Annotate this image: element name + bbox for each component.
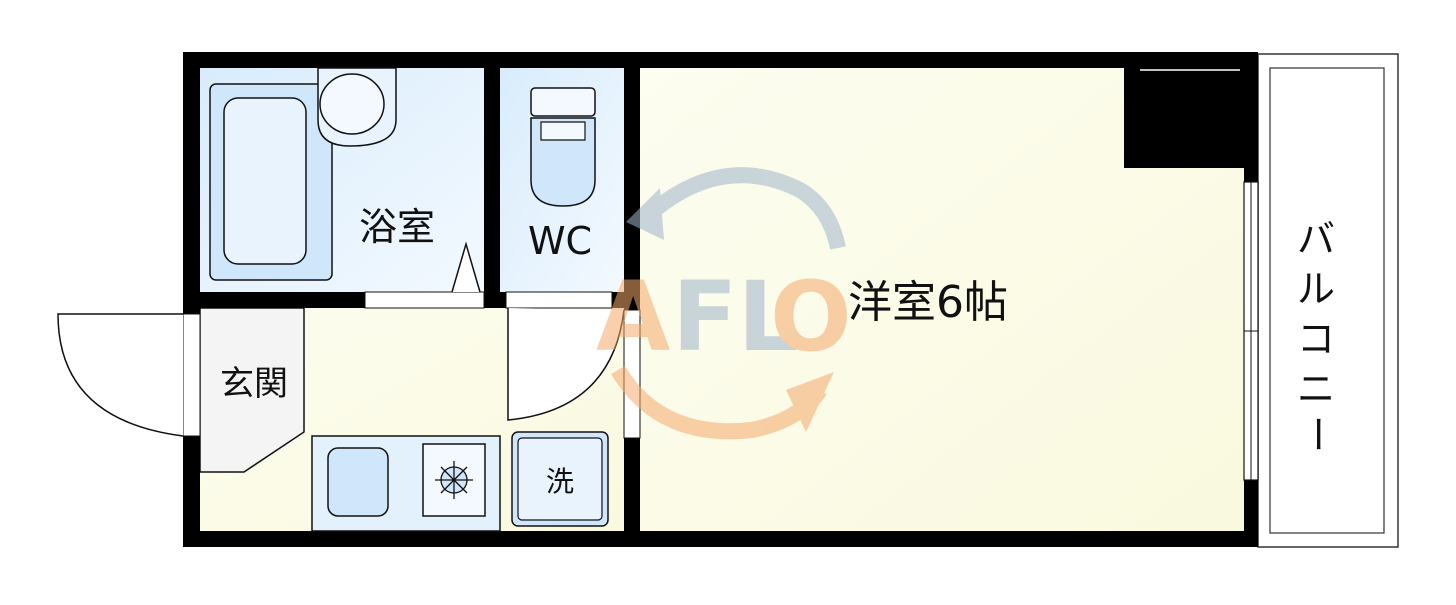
wall-horizontal-mid — [484, 292, 506, 308]
toilet-tank — [530, 87, 596, 117]
wall-top — [183, 52, 1258, 68]
bath-door-opening — [364, 291, 485, 309]
washer-label: 洗 — [546, 465, 574, 498]
balcony-label-char-3: コ — [1297, 317, 1335, 361]
bathtub-basin — [223, 97, 307, 265]
balcony-label-char-4: ニ — [1297, 367, 1335, 411]
wall-central-upper — [624, 52, 640, 310]
entrance-label: 玄関 — [220, 364, 288, 404]
bathroom-label: 浴室 — [359, 205, 435, 249]
wall-horizontal-left — [183, 292, 365, 308]
entrance-door-opening — [182, 313, 201, 437]
kitchen-sink — [327, 447, 389, 517]
balcony-label-char-2: ル — [1297, 267, 1335, 311]
watermark-arrow-top-icon — [626, 188, 664, 240]
watermark: A FL O — [596, 167, 852, 440]
watermark-letter-o: O — [770, 261, 852, 373]
wall-right-upper — [1244, 52, 1258, 182]
wall-bottom — [183, 531, 1258, 547]
wc-door-opening — [505, 291, 613, 309]
burner-icon — [435, 461, 473, 499]
wall-corner-notch — [624, 292, 633, 310]
wall-left-upper — [183, 52, 200, 314]
closet — [1124, 68, 1244, 168]
washer-inner — [517, 437, 603, 521]
wall-left-lower — [183, 436, 200, 547]
watermark-arrow-bottom-icon — [786, 372, 834, 432]
watermark-letter-a: A — [596, 261, 670, 373]
bath-door-swing — [451, 241, 481, 293]
balcony-label-char-5: ー — [1295, 415, 1339, 453]
entrance-door-swing — [57, 313, 184, 437]
watermark-arc-top — [639, 167, 846, 250]
bath-sink-bowl — [319, 73, 385, 135]
wall-right-lower — [1244, 480, 1258, 547]
western-room-label: 洋室6帖 — [848, 277, 1008, 328]
balcony — [1257, 53, 1399, 548]
wall-bath-wc — [484, 52, 500, 308]
watermark-letters-flo: FL — [672, 261, 799, 373]
balcony-label-char-1: バ — [1297, 217, 1335, 261]
room-door-swing — [507, 308, 625, 421]
toilet-label: WC — [528, 219, 592, 263]
toilet-seat — [540, 121, 586, 141]
wall-central-lower — [624, 438, 640, 547]
balcony-inner-rail — [1269, 67, 1385, 534]
